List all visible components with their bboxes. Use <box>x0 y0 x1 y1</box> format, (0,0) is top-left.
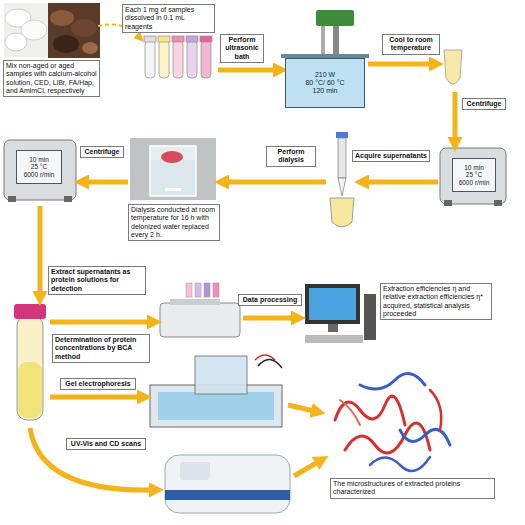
node-text: Extract supernatants as protein solution… <box>51 268 143 293</box>
node-text: 6000 r/min <box>459 179 490 187</box>
node-text: Mix non-aged or aged samples with calciu… <box>6 62 97 95</box>
node-text: Perform ultrasonic bath <box>223 36 261 61</box>
protein-structure <box>335 374 450 471</box>
node-text: Perform dialysis <box>269 148 313 165</box>
node-text: Cool to room temperature <box>385 36 437 53</box>
node-text: Centrifuge <box>465 100 503 108</box>
node-text: Gel electrophoresis <box>63 380 133 388</box>
gel-apparatus <box>150 355 282 427</box>
sample-tubes <box>144 36 212 78</box>
node-text: Dialysis conducted at room temperature f… <box>131 206 217 239</box>
process-arrows <box>30 64 455 490</box>
node-text: Each 1 mg of samples dissolved in 0.1 mL… <box>125 6 212 31</box>
dialysis-photo <box>130 138 216 200</box>
step-caption: The microstructures of extracted protein… <box>330 478 495 499</box>
step-label: Acquire supernatants <box>352 150 430 162</box>
step-label: Extract supernatants as protein solution… <box>48 266 146 295</box>
small-tube <box>444 50 462 84</box>
centrifuge <box>4 140 76 202</box>
step-label: Gel electrophoresis <box>60 378 136 390</box>
node-text: 25 °C <box>31 163 47 171</box>
centrifuge-display: 10 min25 °C6000 r/min <box>16 150 62 184</box>
step-label: UV-Vis and CD scans <box>66 438 146 450</box>
step-label: Perform ultrasonic bath <box>220 34 264 63</box>
centrifuge-display: 10 min25 °C6000 r/min <box>452 158 496 192</box>
node-text: 10 min <box>464 164 484 172</box>
pipette <box>330 132 354 227</box>
node-text: Data processing <box>241 296 299 304</box>
node-text: Determination of protein concentrations … <box>55 336 147 361</box>
node-text: 80 °C/ 60 °C <box>305 79 344 87</box>
computer <box>305 284 376 343</box>
spectrometer <box>165 455 290 513</box>
step-caption: Extraction efficiencies η and relative e… <box>380 283 492 320</box>
step-caption: Each 1 mg of samples dissolved in 0.1 mL… <box>122 4 215 33</box>
node-text: UV-Vis and CD scans <box>69 440 143 448</box>
node-text: 210 W <box>315 71 335 79</box>
step-label: Determination of protein concentrations … <box>52 334 150 363</box>
node-text: 10 min <box>29 156 49 164</box>
node-text: 120 min <box>313 87 338 95</box>
step-label: Cool to room temperature <box>382 34 440 55</box>
node-text: Centrifuge <box>83 148 121 156</box>
node-text: 25 °C <box>466 171 482 179</box>
step-label: Data processing <box>238 294 302 306</box>
node-text: 6000 r/min <box>24 171 55 179</box>
step-caption: Dialysis conducted at room temperature f… <box>128 204 220 241</box>
bath-parameters: 210 W80 °C/ 60 °C120 min <box>285 58 365 108</box>
node-text: Acquire supernatants <box>355 152 427 160</box>
step-label: Centrifuge <box>462 98 506 110</box>
step-label: Centrifuge <box>80 146 124 158</box>
protein-tube <box>14 304 46 420</box>
node-text: The microstructures of extracted protein… <box>333 480 492 497</box>
step-caption: Mix non-aged or aged samples with calciu… <box>3 60 100 97</box>
step-label: Perform dialysis <box>266 146 316 167</box>
node-text: Extraction efficiencies η and relative e… <box>383 285 489 318</box>
spectrophotometer <box>160 283 240 337</box>
centrifuge <box>440 148 506 206</box>
sample-photo <box>4 3 100 58</box>
